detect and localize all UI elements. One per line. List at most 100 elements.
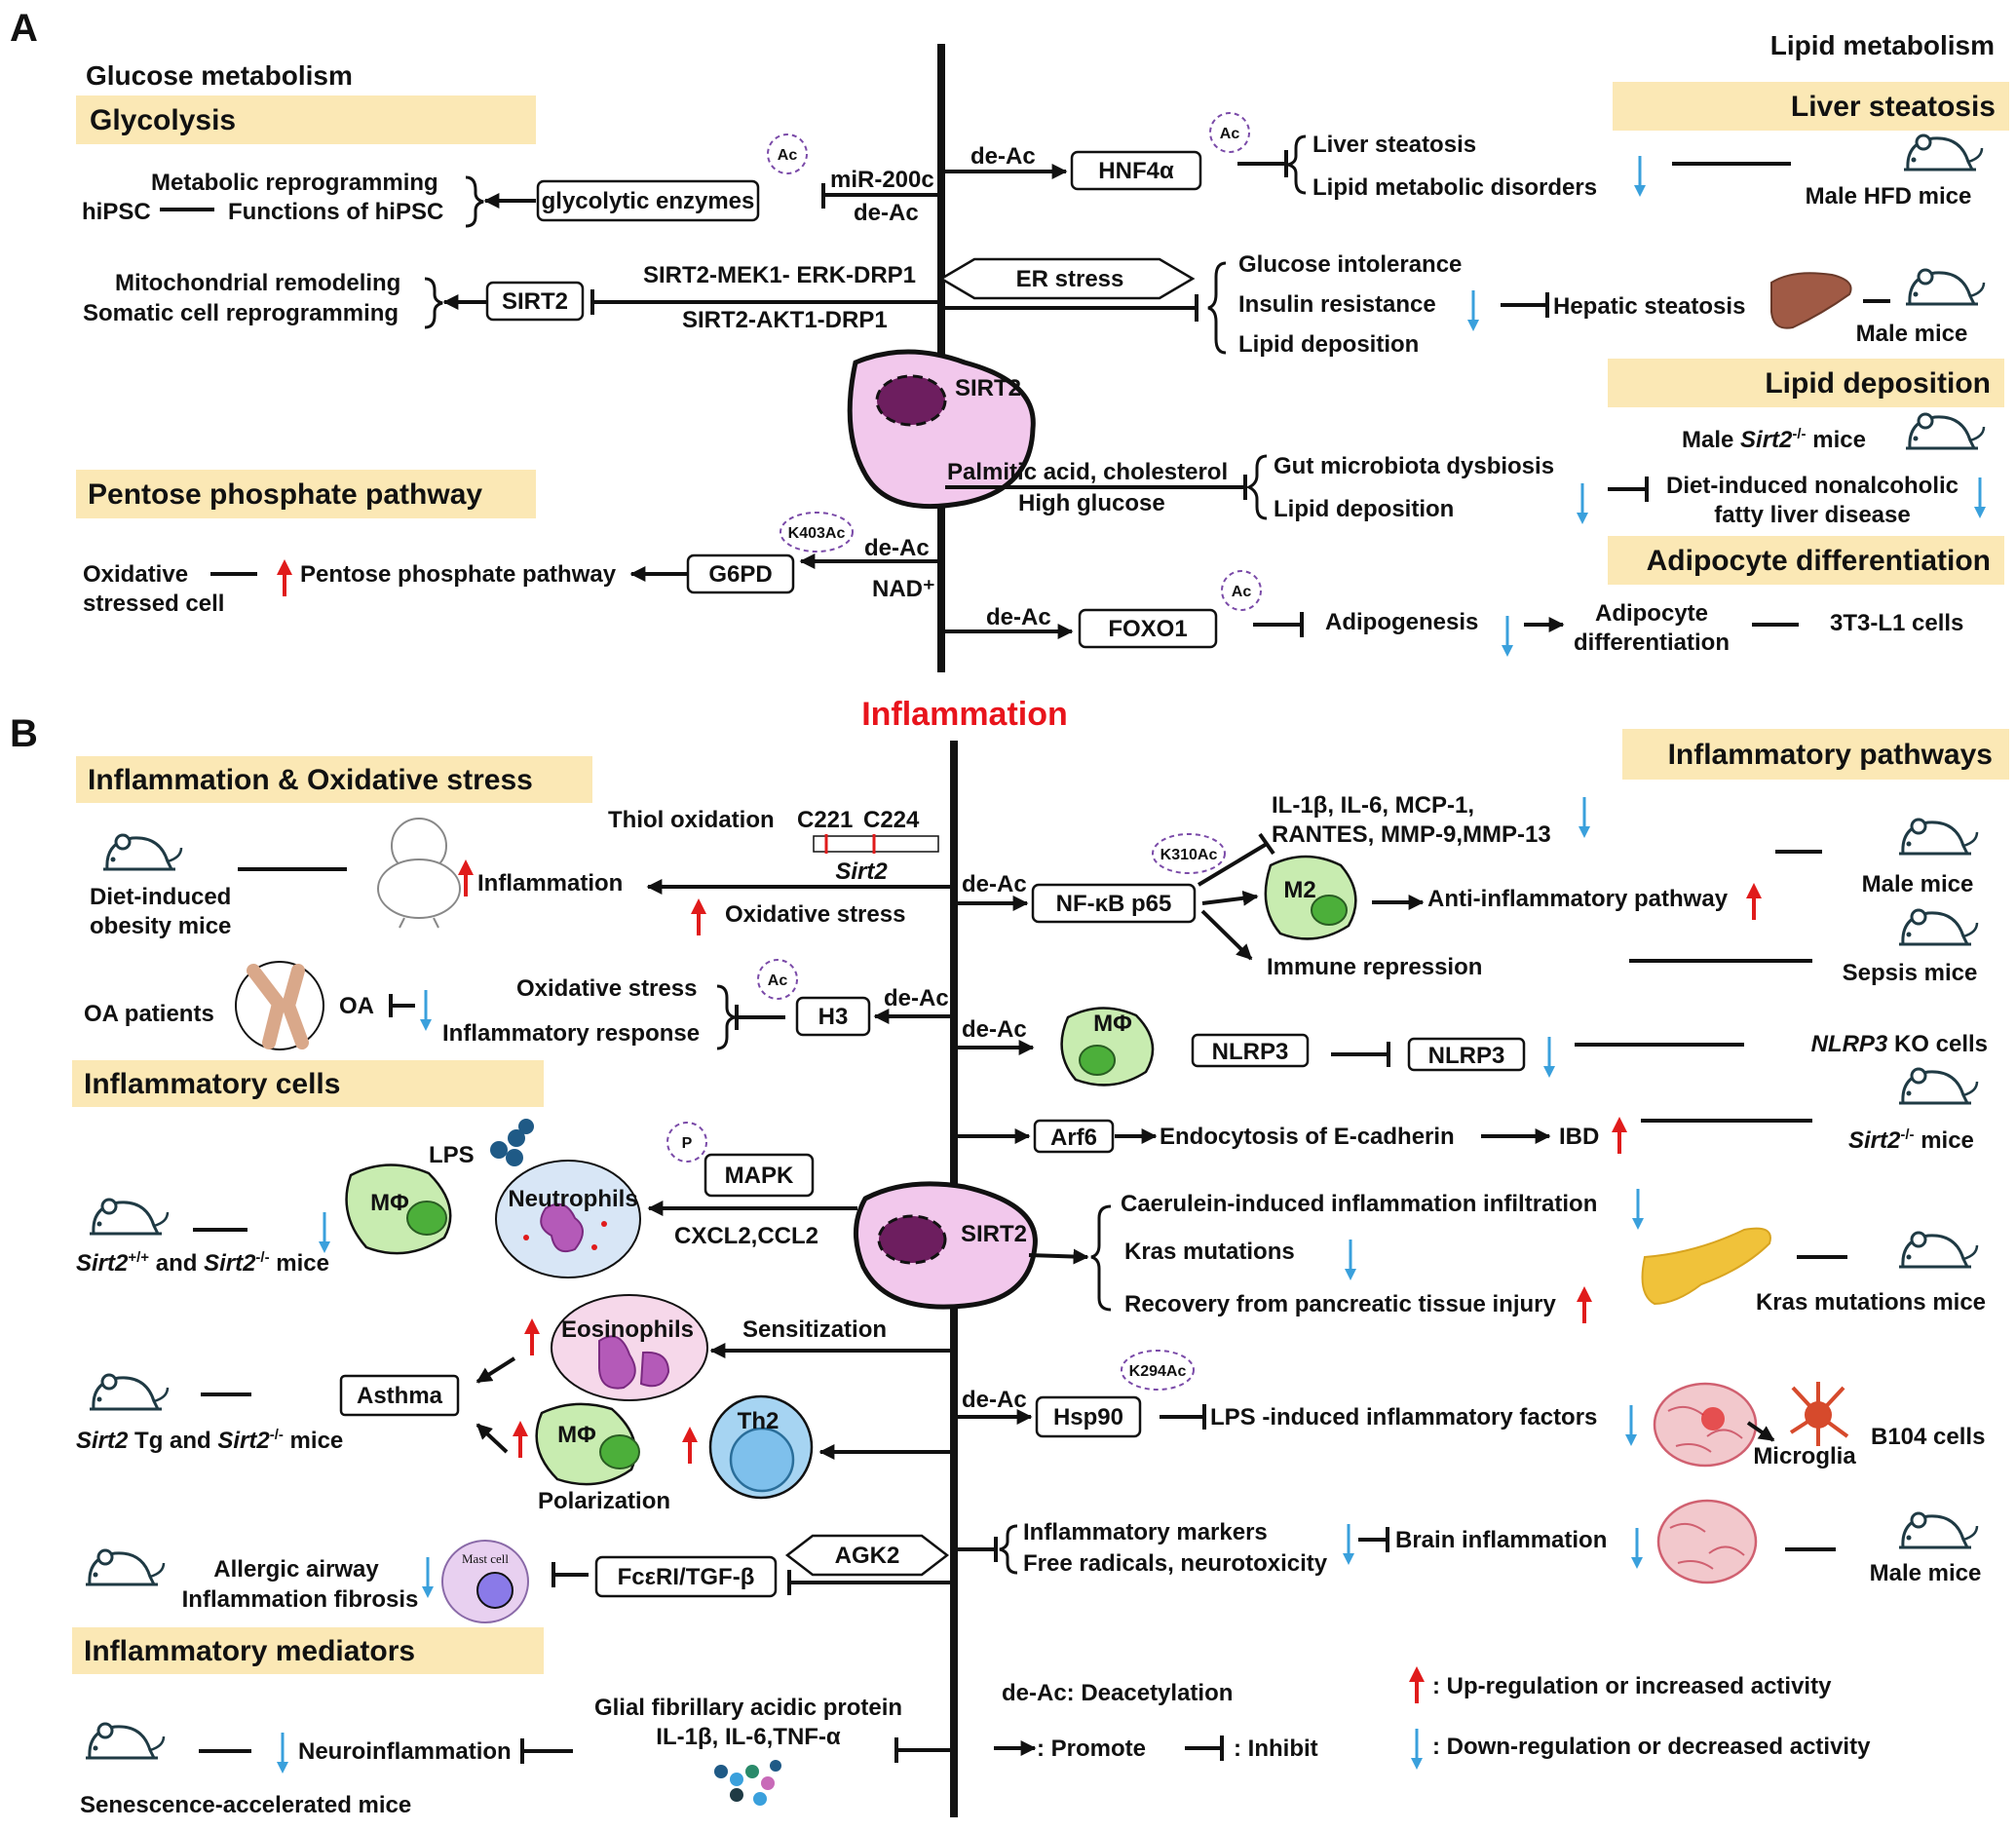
fceri-box <box>594 1555 778 1598</box>
sirt2-gene-label: Sirt2 <box>835 858 888 885</box>
th2-label: Th2 <box>738 1408 780 1434</box>
mouse-icon-kras <box>1897 1231 1979 1269</box>
arrow-eos-to-asthma <box>475 1356 516 1384</box>
arrow-to-m2 <box>1201 890 1259 906</box>
mphi-label-2: MΦ <box>370 1190 409 1216</box>
m2-macrophage-icon <box>1264 855 1357 940</box>
brace-er <box>1207 261 1227 355</box>
mitochondrial-remodeling: Mitochondrial remodeling <box>115 270 400 296</box>
nad-label: NAD⁺ <box>872 576 935 602</box>
ac-badge-1 <box>767 134 808 174</box>
mouse-icon-sirt2-ko-a <box>1904 412 1986 450</box>
mouse-icon-sepsis <box>1897 908 1979 946</box>
band-lipid-deposition <box>1608 359 2004 407</box>
band-ppp <box>76 470 536 518</box>
palmitic-label: Palmitic acid, cholesterol <box>947 459 1228 485</box>
endocytosis-label: Endocytosis of E-cadherin <box>1160 1124 1455 1150</box>
glycolytic-enzymes-label: glycolytic enzymes <box>542 188 755 214</box>
band-infl-cells <box>72 1060 544 1107</box>
de-ac-foxo: de-Ac <box>986 604 1051 630</box>
band-adipocyte <box>1608 536 2004 585</box>
glucose-metabolism-title: Glucose metabolism <box>86 60 353 91</box>
kras-mice: Kras mutations mice <box>1756 1289 1986 1316</box>
ppp-header: Pentose phosphate pathway <box>88 478 482 511</box>
brace-markers <box>999 1524 1018 1575</box>
legend-promote: : Promote <box>1037 1736 1146 1762</box>
lipid-metabolic-disorders: Lipid metabolic disorders <box>1312 174 1597 201</box>
k403ac-label: K403Ac <box>788 525 846 542</box>
arrow-mphi-to-asthma <box>475 1423 509 1454</box>
er-stress-label: ER stress <box>1016 266 1124 292</box>
legend-up: : Up-regulation or increased activity <box>1432 1673 1832 1699</box>
obese-person-icon <box>377 818 461 929</box>
k403ac-badge <box>780 512 854 553</box>
cxcl2-label: CXCL2,CCL2 <box>674 1223 818 1249</box>
il-tnf-label: IL-1β, IL-6,TNF-α <box>656 1724 841 1750</box>
metabolic-reprogramming: Metabolic reprogramming <box>151 170 438 196</box>
ac-label-2: Ac <box>1220 126 1240 142</box>
k294ac-badge <box>1121 1350 1195 1391</box>
eosinophil-nucleus-2 <box>639 1351 670 1388</box>
macrophage-icon-1 <box>1060 1007 1155 1087</box>
male-sirt2-ko-mice: Male Sirt2-/- mice <box>1682 426 1866 453</box>
asthma-box <box>339 1374 460 1417</box>
infl-markers-label: Inflammatory markers <box>1023 1519 1268 1545</box>
sirt2-mek1-label: SIRT2-MEK1- ERK-DRP1 <box>643 262 916 288</box>
lipid-deposition-item2: Lipid deposition <box>1274 496 1454 522</box>
inflammatory-pathways-header: Inflammatory pathways <box>1668 739 1993 771</box>
recovery-label: Recovery from pancreatic tissue injury <box>1124 1291 1556 1317</box>
male-mice-a: Male mice <box>1856 321 1968 347</box>
macrophage-icon-3 <box>535 1402 640 1486</box>
cytokines-2: RANTES, MMP-9,MMP-13 <box>1272 821 1551 848</box>
mouse-icon-allergic <box>84 1548 166 1586</box>
hsp90-box <box>1035 1395 1142 1438</box>
allergic-label-1: Allergic airway <box>213 1556 379 1583</box>
oxidative-label: Oxidative <box>83 561 188 588</box>
arrow-to-pancreas <box>1028 1248 1089 1265</box>
m2-label: M2 <box>1283 877 1315 903</box>
ac-label-b: Ac <box>768 973 788 989</box>
legend-inhibit: : Inhibit <box>1234 1736 1318 1762</box>
band-liver-steatosis <box>1613 82 2009 131</box>
panel-label-b: B <box>10 712 38 755</box>
sirt2-ko-mice-ibd: Sirt2-/- mice <box>1848 1126 1974 1154</box>
somatic-reprogramming: Somatic cell reprogramming <box>83 300 399 326</box>
ac-label-3: Ac <box>1232 584 1252 600</box>
k310ac-badge <box>1152 833 1226 874</box>
hnf4a-box <box>1070 150 1202 191</box>
foxo1-box <box>1078 608 1218 649</box>
mapk-box <box>704 1153 815 1198</box>
brain-icon-2 <box>1656 1499 1758 1584</box>
glucose-intolerance: Glucose intolerance <box>1238 251 1462 278</box>
b104-cells: B104 cells <box>1871 1424 1985 1450</box>
fceri-label: FcεRI/TGF-β <box>618 1564 755 1590</box>
sensitization-label: Sensitization <box>742 1316 887 1343</box>
asthma-label: Asthma <box>357 1383 443 1409</box>
mast-cell-nucleus <box>476 1572 514 1609</box>
microglia-label: Microglia <box>1753 1443 1856 1469</box>
infl-response-oa: Inflammatory response <box>442 1020 700 1047</box>
ac-badge-3 <box>1221 570 1262 611</box>
stressed-cell-label: stressed cell <box>83 591 224 617</box>
band-infl-mediators <box>72 1627 544 1674</box>
de-ac-ppp: de-Ac <box>864 535 930 561</box>
band-glycolysis <box>76 95 536 144</box>
glycolysis-header: Glycolysis <box>90 104 236 136</box>
inflammation-label: Inflammation <box>477 870 623 896</box>
sirt2-gene-bar <box>813 835 939 853</box>
free-radicals-label: Free radicals, neurotoxicity <box>1023 1550 1328 1577</box>
nlrp3-box-1 <box>1191 1033 1310 1068</box>
immune-repression-label: Immune repression <box>1267 954 1482 980</box>
nlrp3-label-1: NLRP3 <box>1212 1039 1289 1065</box>
diet-nafld-2: fatty liver disease <box>1714 502 1910 528</box>
h3-label: H3 <box>818 1004 849 1030</box>
nfkb-inhibit-bar <box>1258 832 1275 856</box>
macrophage-icon-2 <box>345 1163 452 1255</box>
eosinophil-nucleus-1 <box>598 1335 636 1390</box>
brace-hnf <box>1287 134 1307 195</box>
diet-nafld-1: Diet-induced nonalcoholic <box>1666 473 1959 499</box>
band-infl-ox <box>76 756 592 803</box>
arf6-label: Arf6 <box>1050 1125 1097 1151</box>
legend-down: : Down-regulation or decreased activity <box>1432 1734 1871 1760</box>
